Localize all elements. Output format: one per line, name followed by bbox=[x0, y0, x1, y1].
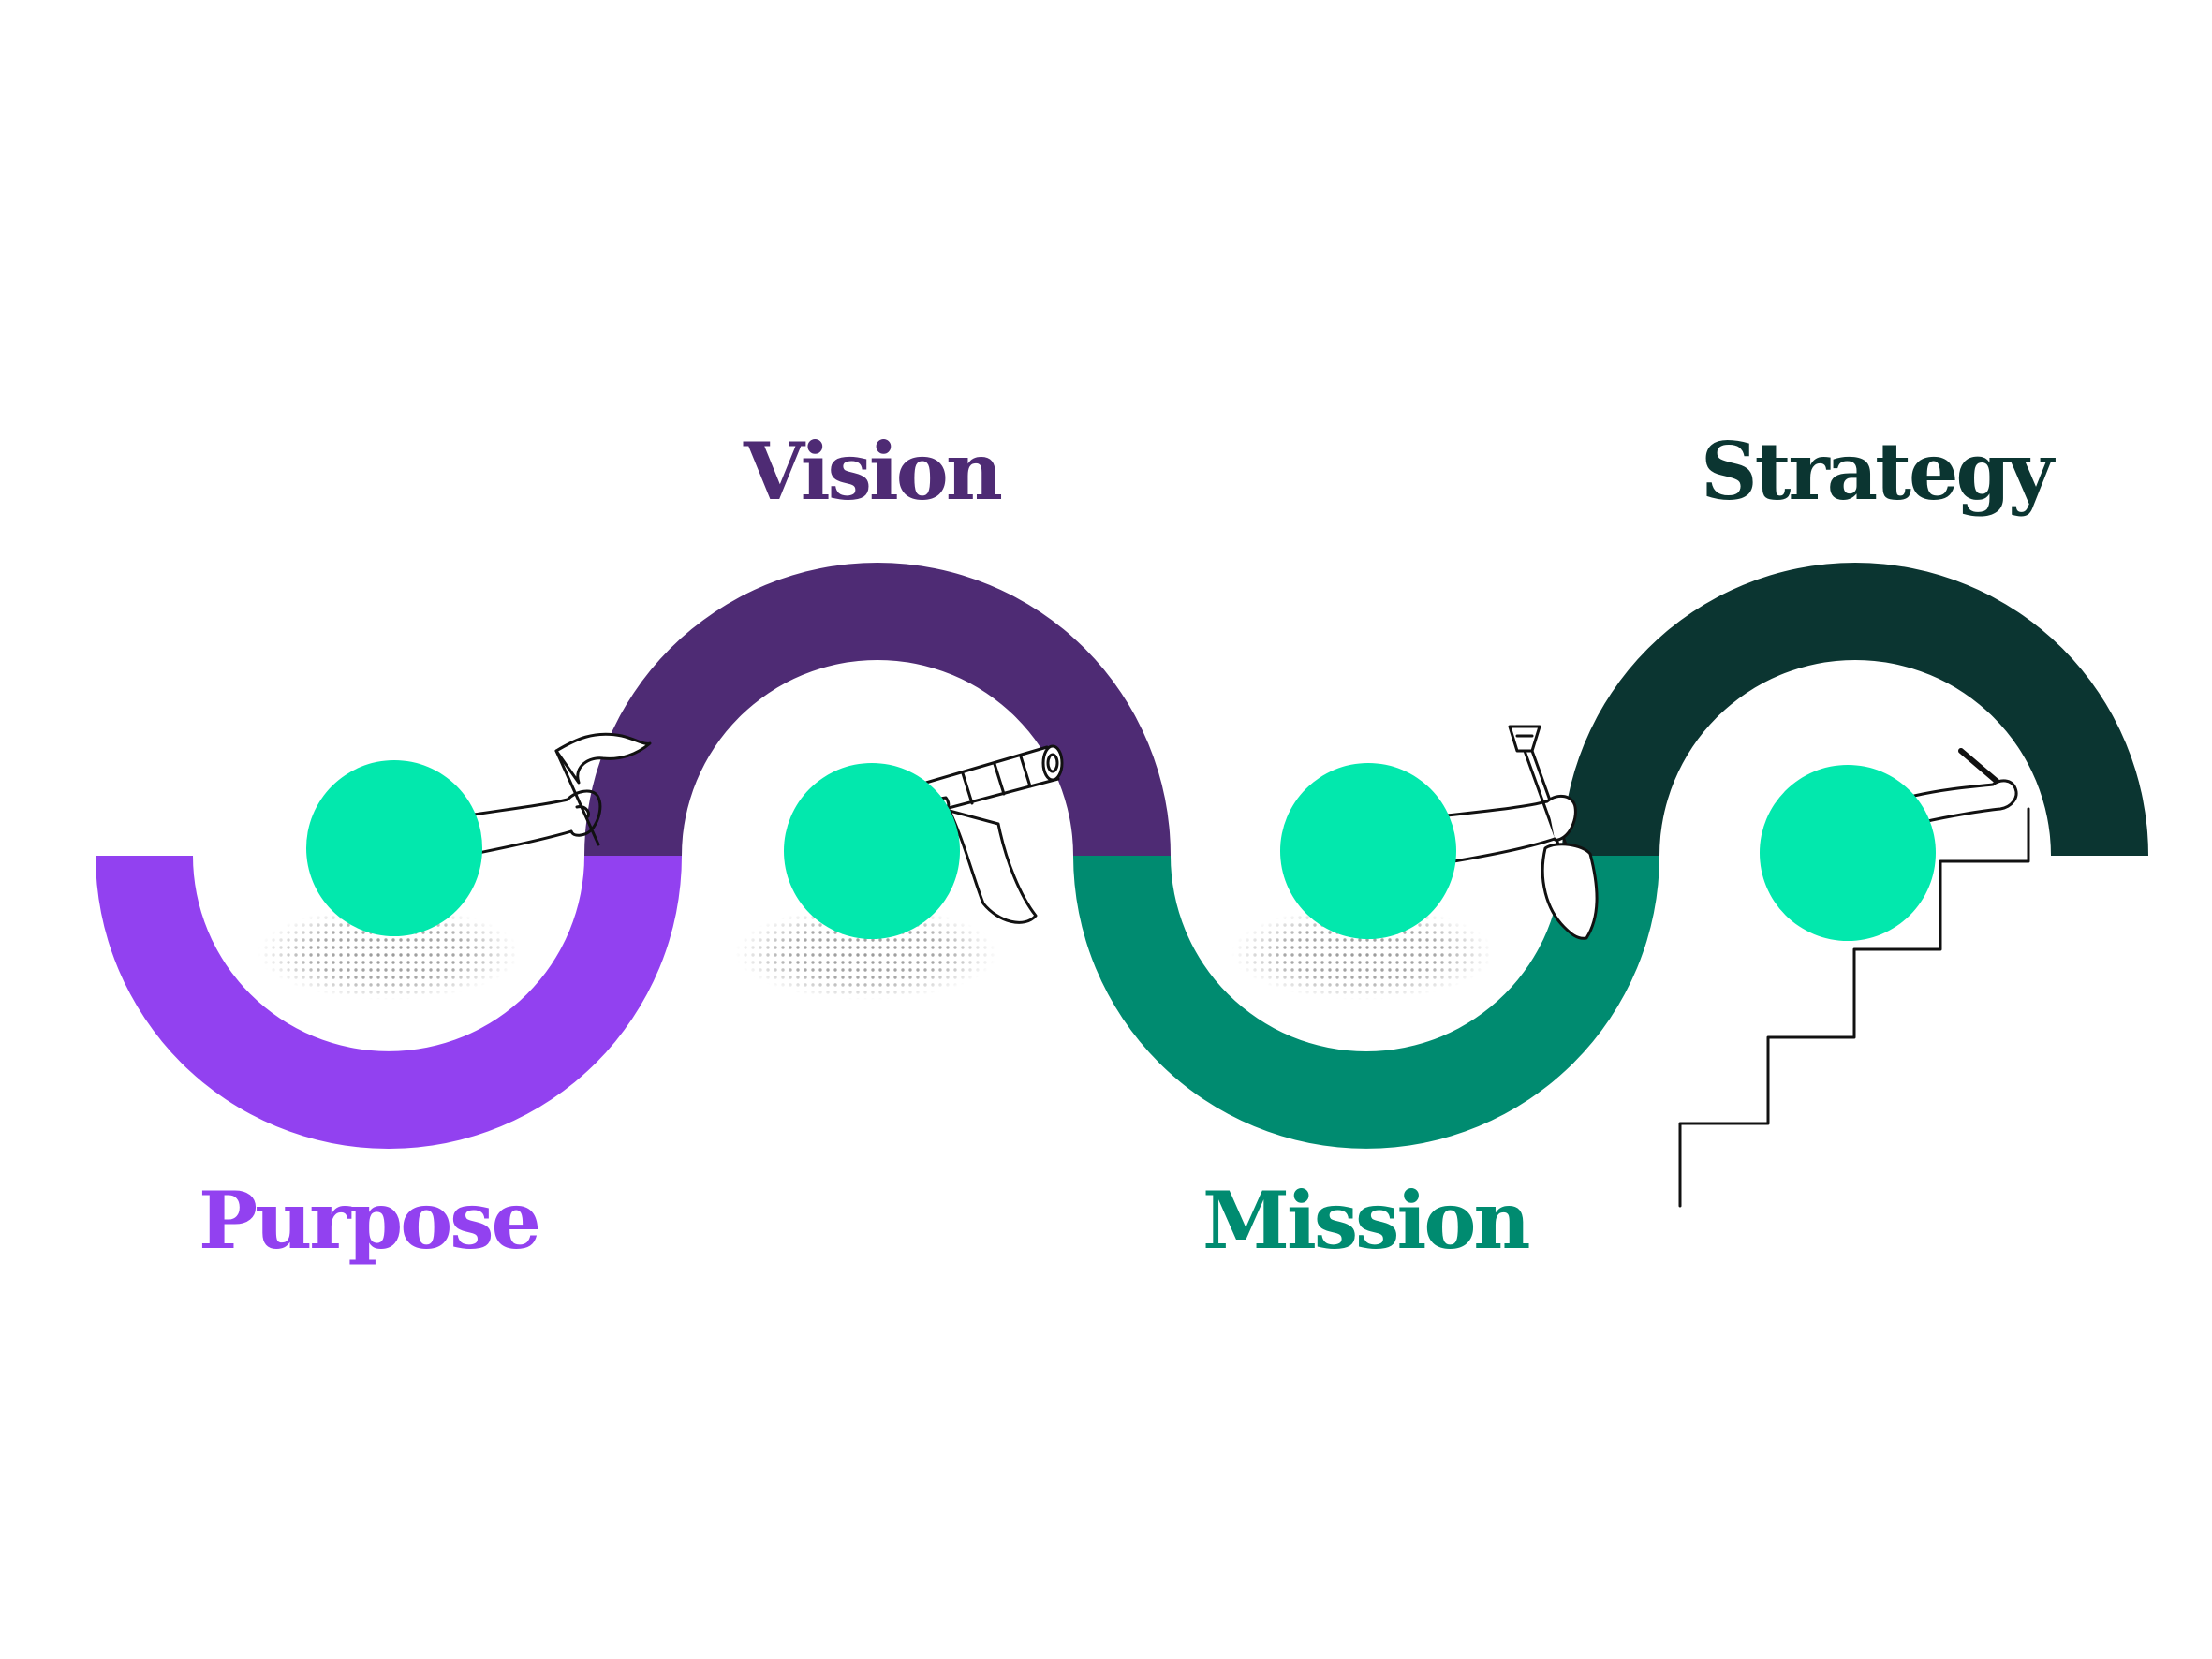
hand-holding-shovel-icon bbox=[1437, 725, 1599, 940]
vision-circle bbox=[784, 763, 960, 939]
mission-circle bbox=[1280, 763, 1456, 939]
purpose-arc bbox=[96, 856, 682, 1149]
hand-holding-telescope-icon bbox=[917, 744, 1064, 924]
strategy-circle bbox=[1760, 765, 1936, 941]
strategy-arc bbox=[1562, 563, 2148, 856]
mission-label: Mission bbox=[1202, 1174, 1529, 1267]
hand-holding-flag-icon bbox=[472, 732, 652, 856]
strategy-label: Strategy bbox=[1701, 425, 2056, 518]
mission-arc bbox=[1073, 856, 1659, 1149]
vision-arc bbox=[584, 563, 1171, 856]
purpose-circle bbox=[306, 760, 482, 936]
purpose-label: Purpose bbox=[199, 1174, 538, 1267]
hand-drawing-stairs-icon bbox=[1678, 748, 2030, 1208]
vision-label: Vision bbox=[743, 425, 1002, 518]
